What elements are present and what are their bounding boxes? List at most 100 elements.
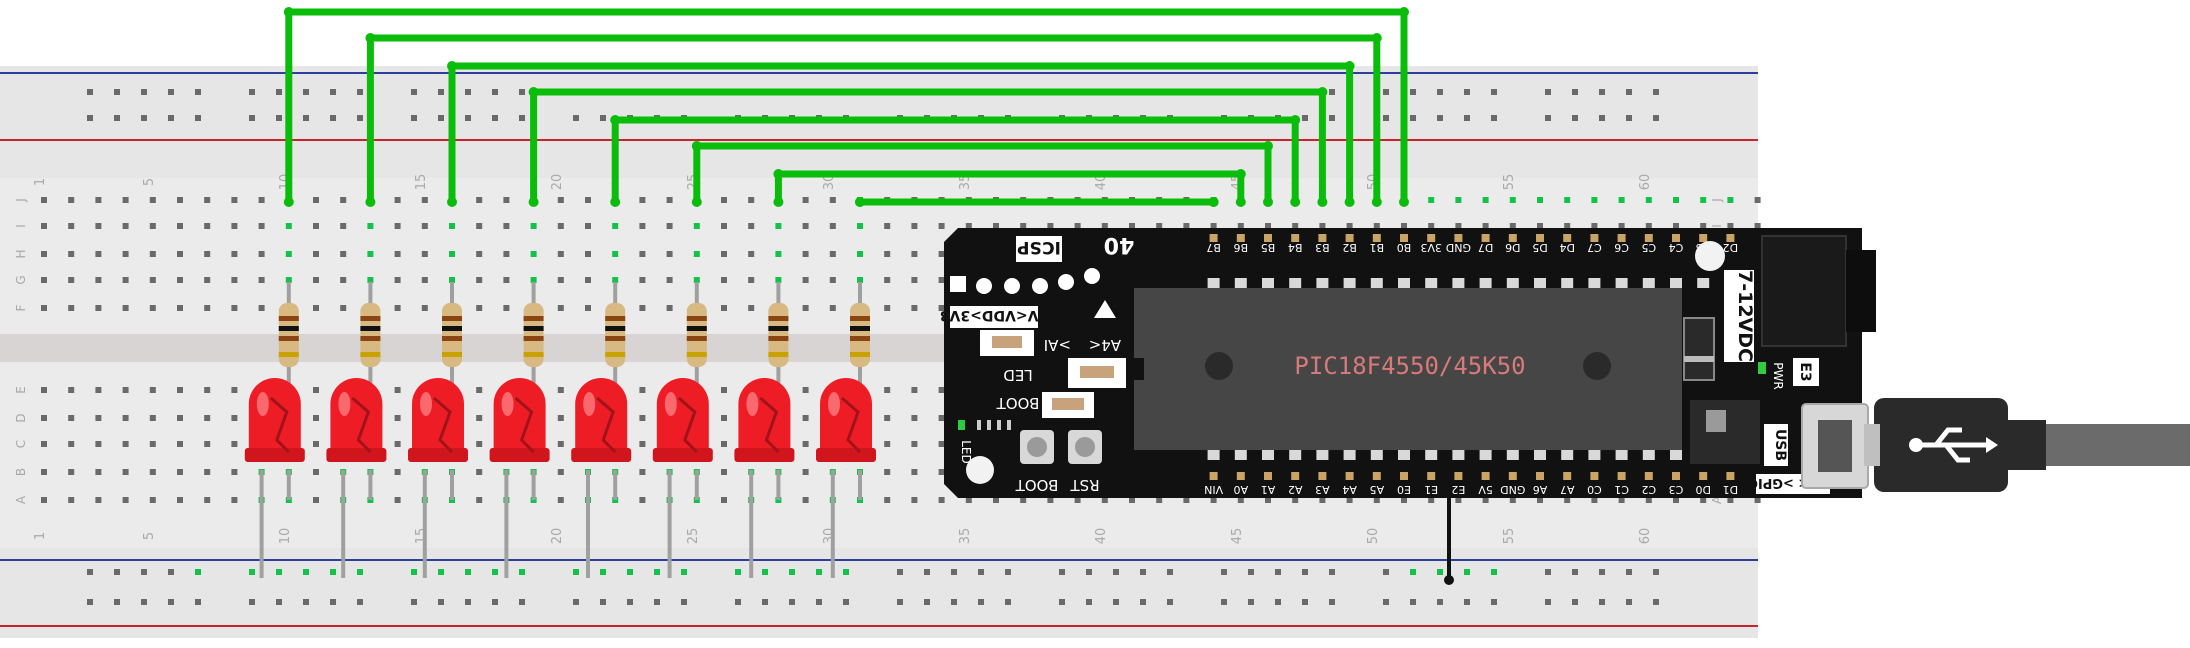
breadboard-hole — [177, 387, 183, 393]
power-rail-hole — [789, 599, 795, 605]
column-number-label: 1 — [33, 178, 48, 186]
breadboard-hole — [122, 277, 129, 283]
breadboard-hole — [68, 441, 75, 447]
resistor-band — [278, 352, 299, 357]
power-rail-hole — [1275, 599, 1281, 605]
led-highlight — [420, 392, 432, 416]
breadboard-hole — [41, 305, 47, 311]
breadboard-hole — [231, 277, 238, 283]
power-rail-hole — [492, 89, 498, 95]
breadboard-hole — [721, 387, 727, 393]
ic-pin — [1588, 278, 1601, 288]
power-rail-hole — [141, 599, 147, 605]
breadboard-hole — [612, 251, 619, 257]
breadboard-hole — [1319, 497, 1326, 503]
breadboard-hole — [639, 497, 646, 503]
resistor-band — [442, 326, 462, 331]
breadboard-hole — [1727, 223, 1734, 229]
breadboard-hole — [1401, 223, 1407, 229]
top-pin-label: D5 — [1532, 241, 1547, 254]
wire-end — [855, 197, 865, 207]
resistor-band — [686, 316, 707, 321]
resistor-band — [605, 326, 626, 331]
breadboard-hole — [177, 441, 183, 447]
breadboard-hole — [1292, 223, 1299, 229]
breadboard-hole — [911, 251, 918, 257]
power-rail-hole — [1491, 569, 1497, 575]
power-rail-hole — [465, 89, 471, 95]
header-pin — [1236, 472, 1245, 480]
resistor-band — [768, 316, 789, 321]
breadboard-hole — [340, 251, 347, 257]
power-rail-hole — [1221, 569, 1227, 575]
wire-end — [1263, 197, 1273, 207]
breadboard-hole — [231, 441, 238, 447]
breadboard-hole — [911, 497, 918, 503]
breadboard-hole — [95, 223, 102, 229]
rst-button-cap[interactable] — [1075, 437, 1095, 457]
breadboard-hole — [884, 497, 891, 503]
ic-pin — [1425, 278, 1438, 288]
breadboard-hole — [394, 197, 401, 203]
breadboard-hole — [1020, 223, 1027, 229]
breadboard-hole — [367, 277, 374, 283]
ic-pin — [1207, 450, 1220, 460]
breadboard-hole — [721, 305, 727, 311]
boot-button-cap[interactable] — [1027, 437, 1047, 457]
resistor-band — [605, 336, 626, 341]
power-rail-hole — [114, 115, 120, 121]
breadboard-hole — [693, 223, 700, 229]
power-rail-hole — [1653, 89, 1659, 95]
wire-end — [447, 197, 457, 207]
pwr-led — [1758, 362, 1766, 374]
power-rail-hole — [195, 569, 201, 575]
led-internal — [596, 396, 617, 454]
breadboard-hole — [204, 251, 211, 257]
breadboard-hole — [1591, 223, 1598, 229]
bottom-pin-label: A7 — [1560, 483, 1575, 496]
breadboard-hole — [177, 197, 183, 203]
power-rail-hole — [1167, 599, 1173, 605]
header-pin — [1563, 234, 1572, 242]
breadboard-hole — [394, 415, 401, 421]
power-rail-hole — [519, 569, 525, 575]
row-letter-label: H — [14, 249, 28, 258]
column-number-label: 40 — [1094, 174, 1109, 191]
top-pin-label: C5 — [1641, 241, 1656, 254]
header-pin — [1481, 234, 1490, 242]
breadboard-hole — [585, 251, 591, 257]
power-rail-hole — [87, 569, 93, 575]
power-rail-hole — [303, 569, 309, 575]
breadboard-hole — [1509, 497, 1516, 503]
top-pin-label: C4 — [1669, 241, 1684, 254]
wire-bend — [773, 169, 784, 179]
column-number-label: 35 — [958, 528, 973, 545]
breadboard-hole — [313, 277, 319, 283]
breadboard-hole — [802, 415, 809, 421]
breadboard-hole — [829, 277, 836, 283]
header-pin — [1726, 472, 1735, 480]
power-rail-hole — [843, 569, 849, 575]
led-highlight — [501, 392, 514, 416]
power-rail-hole — [843, 599, 849, 605]
breadboard-hole — [993, 497, 999, 503]
power-rail-hole — [816, 599, 822, 605]
icsp-pin — [1084, 268, 1100, 284]
breadboard-hole — [1482, 223, 1489, 229]
breadboard-hole — [1428, 223, 1435, 229]
power-rail-hole — [411, 115, 417, 121]
ic-pin — [1289, 450, 1302, 460]
breadboard-hole — [802, 497, 809, 503]
power-rail-hole — [114, 599, 120, 605]
led-small-label: LED — [959, 440, 973, 464]
breadboard-hole — [530, 251, 537, 257]
breadboard-hole — [122, 223, 129, 229]
breadboard-hole — [231, 251, 238, 257]
top-pin-label: B4 — [1288, 241, 1303, 254]
breadboard-hole — [149, 277, 156, 283]
switch-knob[interactable] — [1706, 410, 1726, 432]
breadboard-hole — [557, 469, 564, 475]
breadboard-hole — [1591, 497, 1598, 503]
bottom-pin-label: A6 — [1533, 483, 1548, 496]
breadboard-hole — [693, 251, 700, 257]
